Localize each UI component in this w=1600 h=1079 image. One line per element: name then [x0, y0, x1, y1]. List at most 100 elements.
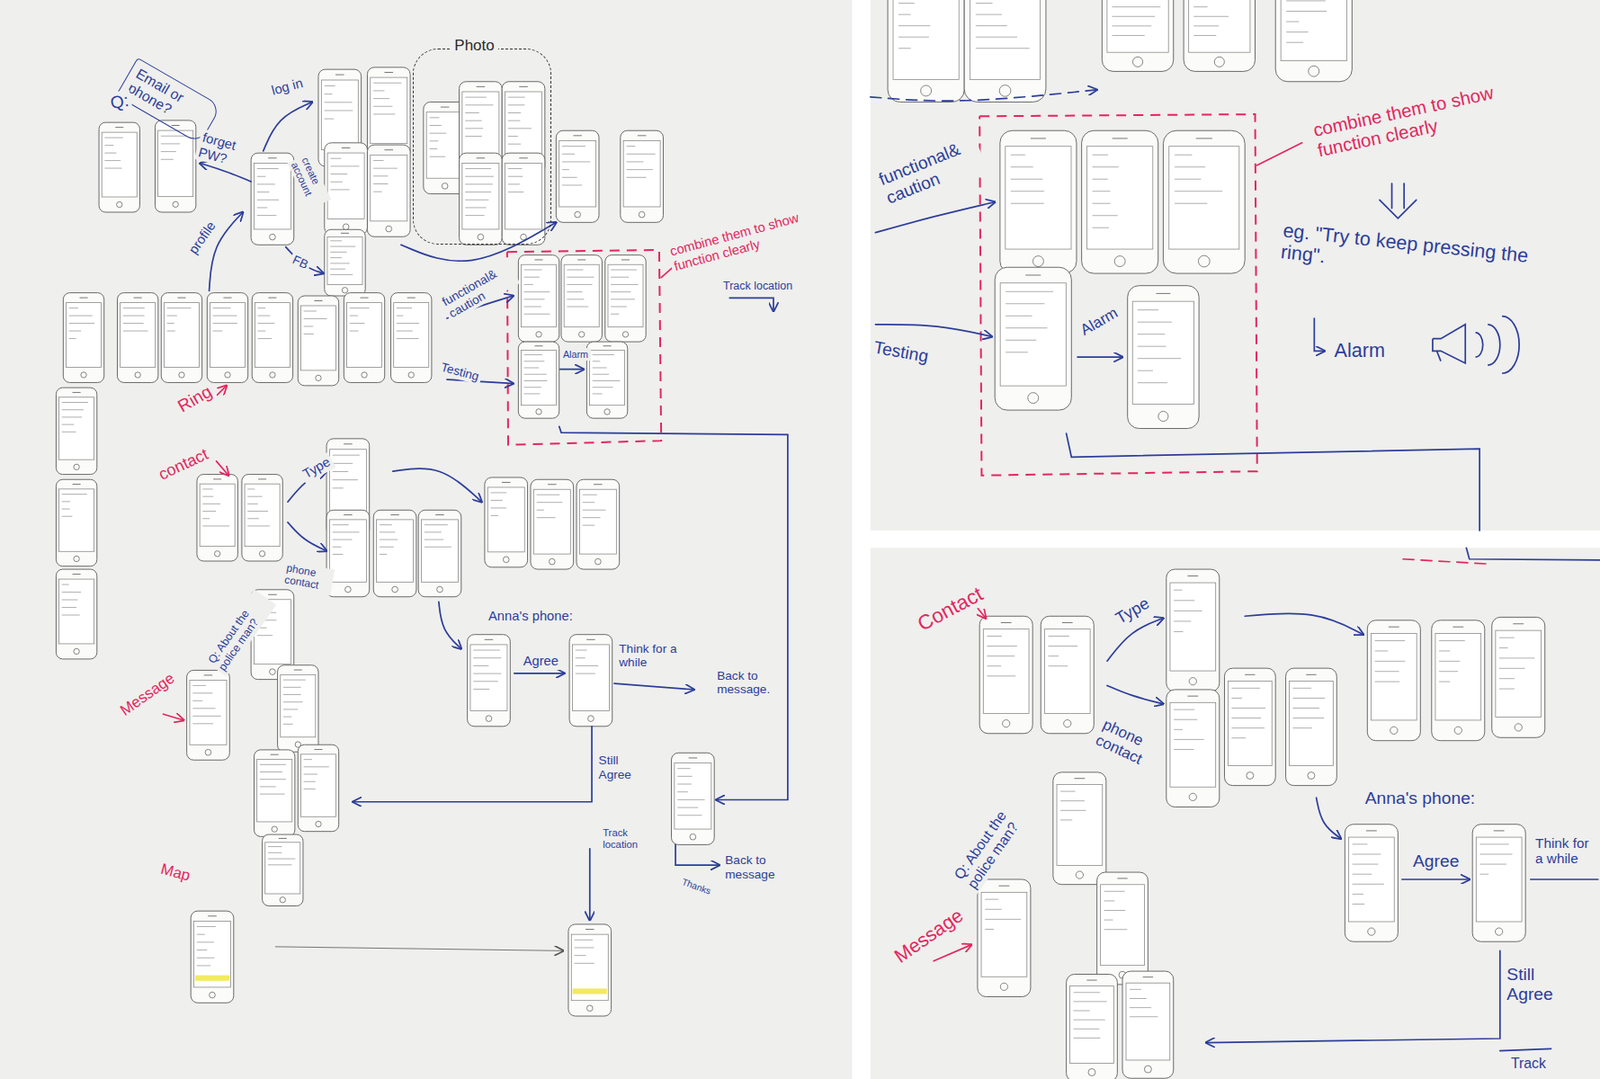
phone-sketch: [1053, 772, 1107, 885]
marker-arrow: [870, 89, 1098, 101]
phone-sketch: [501, 152, 546, 245]
marker-arrow: [393, 468, 483, 502]
phone-sketch: [391, 293, 432, 384]
phone-sketch: [964, 0, 1046, 102]
marker-arrow: [589, 849, 591, 921]
handwritten-note: Alarm: [1331, 339, 1388, 363]
phone-sketch: [297, 744, 339, 832]
phone-sketch: [1000, 130, 1077, 274]
phone-sketch: [343, 293, 385, 384]
marker-arrow: [1500, 1048, 1552, 1051]
phone-sketch: [1224, 668, 1276, 786]
marker-arrow: [287, 522, 327, 552]
handwritten-note: Think for a while: [1532, 834, 1600, 868]
phone-sketch: [373, 509, 417, 597]
marker-arrow: [1257, 143, 1303, 166]
phone-sketch: [620, 130, 664, 223]
phone-sketch: [326, 509, 370, 597]
phone-sketch: [55, 569, 97, 660]
phone-sketch: [250, 152, 295, 245]
marker-arrow: [353, 726, 592, 803]
marker-arrow: [875, 324, 992, 338]
phone-sketch: [1127, 286, 1199, 430]
phone-sketch: [187, 670, 231, 760]
phone-sketch: [605, 255, 646, 342]
phone-sketch: [160, 293, 202, 384]
marker-arrow: [977, 607, 986, 618]
marker-arrow: [1107, 618, 1163, 662]
phone-sketch: [994, 267, 1072, 411]
group-heading: Photo: [450, 36, 498, 54]
phone-sketch: [518, 341, 559, 419]
phone-sketch: [979, 616, 1033, 733]
marker-arrow: [1077, 356, 1123, 358]
marker-arrow: [275, 947, 564, 952]
handwritten-note: Anna's phone:: [485, 607, 576, 626]
marker-arrow: [675, 844, 720, 866]
phone-sketch: [55, 479, 97, 566]
marker-arrow: [163, 714, 185, 721]
phone-sketch: [1492, 616, 1546, 738]
phone-sketch: [1081, 130, 1159, 274]
marker-arrow: [1465, 547, 1600, 561]
marker-arrow: [438, 601, 462, 649]
handwritten-note: Q:: [106, 89, 134, 116]
marker-arrow: [560, 368, 584, 371]
phone-sketch: [1066, 974, 1118, 1079]
alarm-megaphone: [1432, 316, 1520, 375]
phone-sketch: [254, 750, 295, 837]
phone-sketch: [1344, 824, 1398, 942]
handwritten-note: Anna's phone:: [1362, 787, 1479, 810]
phone-sketch: [154, 120, 196, 213]
phone-sketch: [887, 0, 965, 102]
handwritten-note: Still Agree: [596, 752, 641, 782]
phone-sketch: [530, 479, 574, 570]
marker-arrow: [1107, 685, 1163, 704]
marker-arrow: [1379, 199, 1417, 218]
phone-sketch: [418, 509, 462, 597]
whiteboard-panel: [870, 547, 1600, 1079]
phone-sketch: [1101, 0, 1173, 72]
marker-arrow: [729, 297, 774, 312]
marker-arrow: [1402, 878, 1470, 881]
marker-arrow: [514, 672, 565, 675]
dashed-region: [979, 114, 1258, 476]
handwritten-note: Back to message: [722, 852, 791, 882]
phone-sketch: [324, 143, 368, 235]
marker-arrow: [1206, 950, 1501, 1043]
marker-arrow: [933, 945, 972, 962]
marker-arrow: [1244, 613, 1364, 635]
handwritten-note: Agree: [1410, 850, 1462, 873]
handwritten-note: Still Agree: [1503, 964, 1563, 1005]
phone-sketch: [1097, 872, 1149, 985]
phone-sketch: [568, 924, 612, 1017]
handwritten-note: Back to message.: [714, 668, 786, 698]
phone-sketch: [459, 152, 503, 245]
handwritten-note: Think for a while: [616, 641, 685, 671]
marker-arrow: [559, 426, 788, 800]
marker-arrow: [1403, 183, 1405, 208]
phone-sketch: [206, 293, 248, 384]
phone-sketch: [977, 879, 1031, 997]
marker-arrow: [401, 222, 556, 261]
marker-arrow: [263, 101, 313, 151]
phone-sketch: [1166, 689, 1220, 807]
phone-sketch: [484, 477, 528, 568]
phone-sketch: [262, 834, 304, 906]
marker-arrow: [1313, 318, 1324, 351]
phone-sketch: [1472, 824, 1526, 942]
phone-sketch: [569, 634, 613, 727]
handwritten-note: Track: [1508, 1054, 1549, 1073]
phone-sketch: [1275, 0, 1352, 82]
marker-arrow: [1530, 878, 1599, 881]
phone-sketch: [297, 295, 339, 386]
phone-sketch: [116, 293, 158, 384]
handwritten-note: Track location: [720, 279, 796, 295]
phone-sketch: [586, 341, 627, 419]
phone-sketch: [190, 911, 234, 1003]
handwritten-note: Agree: [520, 652, 562, 671]
marker-arrow: [1316, 797, 1341, 839]
phone-sketch: [561, 255, 602, 342]
phone-sketches: [55, 0, 1545, 1079]
phone-sketch: [251, 293, 293, 384]
